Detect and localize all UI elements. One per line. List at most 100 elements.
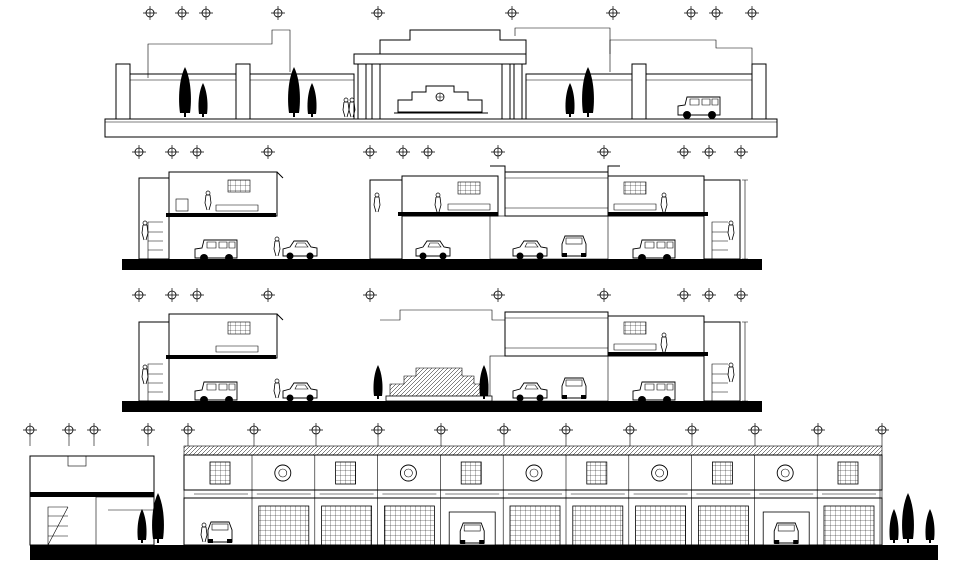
axis-marker-icon [701,287,717,303]
axis-marker-icon [370,422,386,438]
garage-door [572,505,624,546]
pier [631,63,647,120]
person-icon [342,97,350,118]
car-icon [773,522,799,545]
axis-marker-icon [198,5,214,21]
axis-marker-icon [180,422,196,438]
stair-icon [711,363,728,401]
pier [115,63,131,120]
person-icon [273,236,281,257]
stair-icon [711,221,728,259]
round-window [399,464,417,482]
garage-door [383,505,435,546]
tree-icon [137,509,147,543]
tree-icon [565,83,575,117]
axis-marker-icon [142,5,158,21]
garage-door [823,505,875,546]
left-house-section [138,171,318,263]
tree-icon [373,365,383,399]
section-a [122,144,762,270]
right-house-section-b [373,309,748,405]
round-window [525,464,543,482]
axis-marker-icon [684,422,700,438]
axis-marker-icon [22,422,38,438]
garage-door [635,505,686,546]
axis-marker-icon [496,422,512,438]
axis-markers-long [22,422,890,446]
person-icon [141,364,149,385]
person-icon [727,220,735,241]
axis-marker-icon [708,5,724,21]
garage-door [698,505,749,546]
barred-window [837,461,859,485]
axis-markers-b [131,287,749,303]
ground-line [122,401,762,412]
axis-marker-icon [622,422,638,438]
axis-marker-icon [676,144,692,160]
barred-window [712,461,733,485]
axis-marker-icon [270,5,286,21]
car-icon [459,522,485,545]
person-icon [204,190,212,211]
axis-marker-icon [733,144,749,160]
person-icon [660,332,668,353]
axis-marker-icon [747,422,763,438]
axis-marker-icon [131,287,147,303]
axis-markers-a [131,144,749,160]
section-b [122,287,762,412]
jeep-icon [207,521,233,544]
barred-window [209,461,231,485]
right-house-section [369,165,748,263]
person-icon [273,378,281,399]
person-icon [727,362,735,383]
axis-marker-icon [395,144,411,160]
front-elevation [104,5,778,138]
left-section-cut [29,455,155,546]
long-elevation [22,422,938,560]
person-icon [200,522,208,543]
stair-icon [147,363,163,401]
round-window [651,464,669,482]
axis-marker-icon [683,5,699,21]
ground-line [122,259,762,270]
axis-marker-icon [308,422,324,438]
round-window [274,464,292,482]
axis-marker-icon [420,144,436,160]
axis-marker-icon [701,144,717,160]
jeep-icon [677,96,721,120]
jeep-icon [194,239,238,263]
barred-window [460,461,482,485]
garage-door [321,505,373,546]
axis-marker-icon [189,144,205,160]
axis-marker-icon [246,422,262,438]
axis-marker-icon [370,5,386,21]
left-house-section-b [138,313,318,405]
axis-marker-icon [164,287,180,303]
axis-marker-icon [174,5,190,21]
axis-markers-top [142,5,760,21]
axis-marker-icon [131,144,147,160]
garage-door [258,505,310,546]
pier [235,63,251,120]
garage-door [509,505,561,546]
tree-icon [198,83,208,117]
axis-marker-icon [362,144,378,160]
stair-icon [147,221,163,259]
tree-icon [925,509,935,543]
person-icon [660,192,668,213]
car-icon [512,382,548,402]
fountain-wall [389,367,489,398]
axis-marker-icon [490,287,506,303]
tree-icon [479,365,489,399]
axis-marker-icon [490,144,506,160]
person-icon [373,192,381,213]
tree-icon [889,509,899,543]
axis-marker-icon [362,287,378,303]
axis-marker-icon [676,287,692,303]
axis-marker-icon [744,5,760,21]
axis-marker-icon [140,422,156,438]
axis-marker-icon [558,422,574,438]
tree-icon [902,493,914,543]
stair-icon [47,506,69,546]
